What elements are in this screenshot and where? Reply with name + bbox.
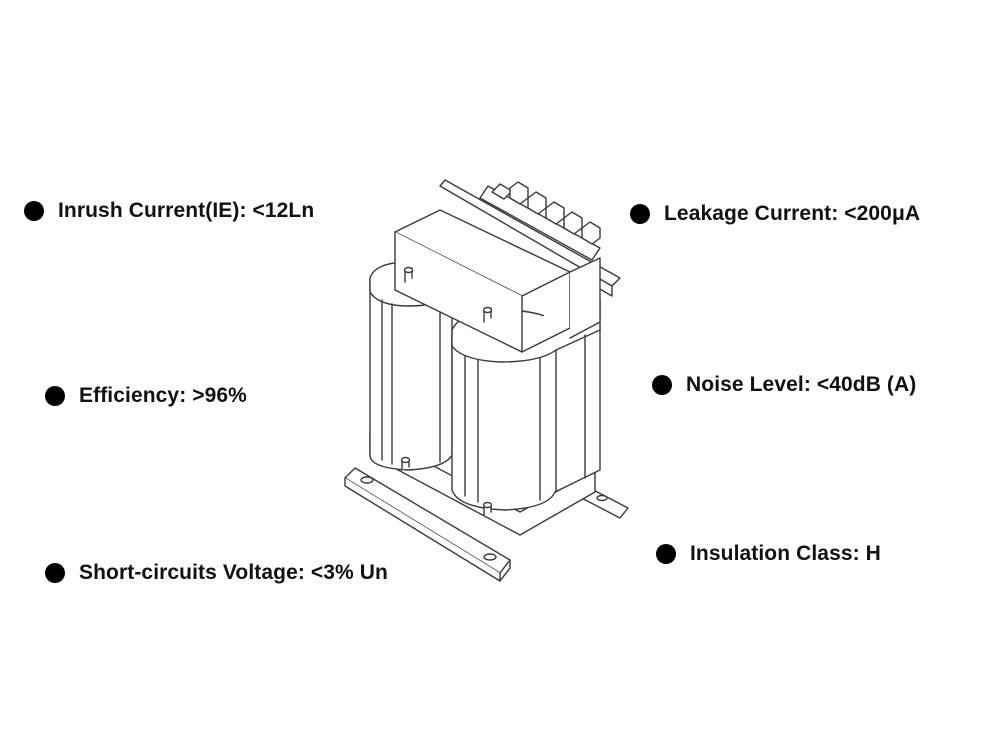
transformer-line-drawing-icon xyxy=(344,179,629,582)
bullet-icon xyxy=(24,201,44,221)
bullet-icon xyxy=(630,204,650,224)
bullet-icon xyxy=(45,386,65,406)
spec-leakage-current: Leakage Current: <200μA xyxy=(630,202,920,226)
spec-label: Leakage Current: <200μA xyxy=(664,202,921,225)
bullet-icon xyxy=(45,563,65,583)
bullet-icon xyxy=(656,544,676,564)
spec-efficiency: Efficiency: >96% xyxy=(45,384,247,408)
spec-label: Efficiency: >96% xyxy=(79,384,247,407)
spec-short-circuit-voltage: Short-circuits Voltage: <3% Un xyxy=(45,561,388,585)
bullet-icon xyxy=(652,375,672,395)
spec-noise-level: Noise Level: <40dB (A) xyxy=(652,373,916,397)
spec-inrush-current: Inrush Current(IE): <12Ln xyxy=(24,199,314,223)
spec-label: Short-circuits Voltage: <3% Un xyxy=(79,561,388,584)
spec-label: Insulation Class: H xyxy=(690,542,881,565)
spec-label: Inrush Current(IE): <12Ln xyxy=(58,199,315,222)
spec-label: Noise Level: <40dB (A) xyxy=(686,373,917,396)
spec-insulation-class: Insulation Class: H xyxy=(656,542,881,566)
